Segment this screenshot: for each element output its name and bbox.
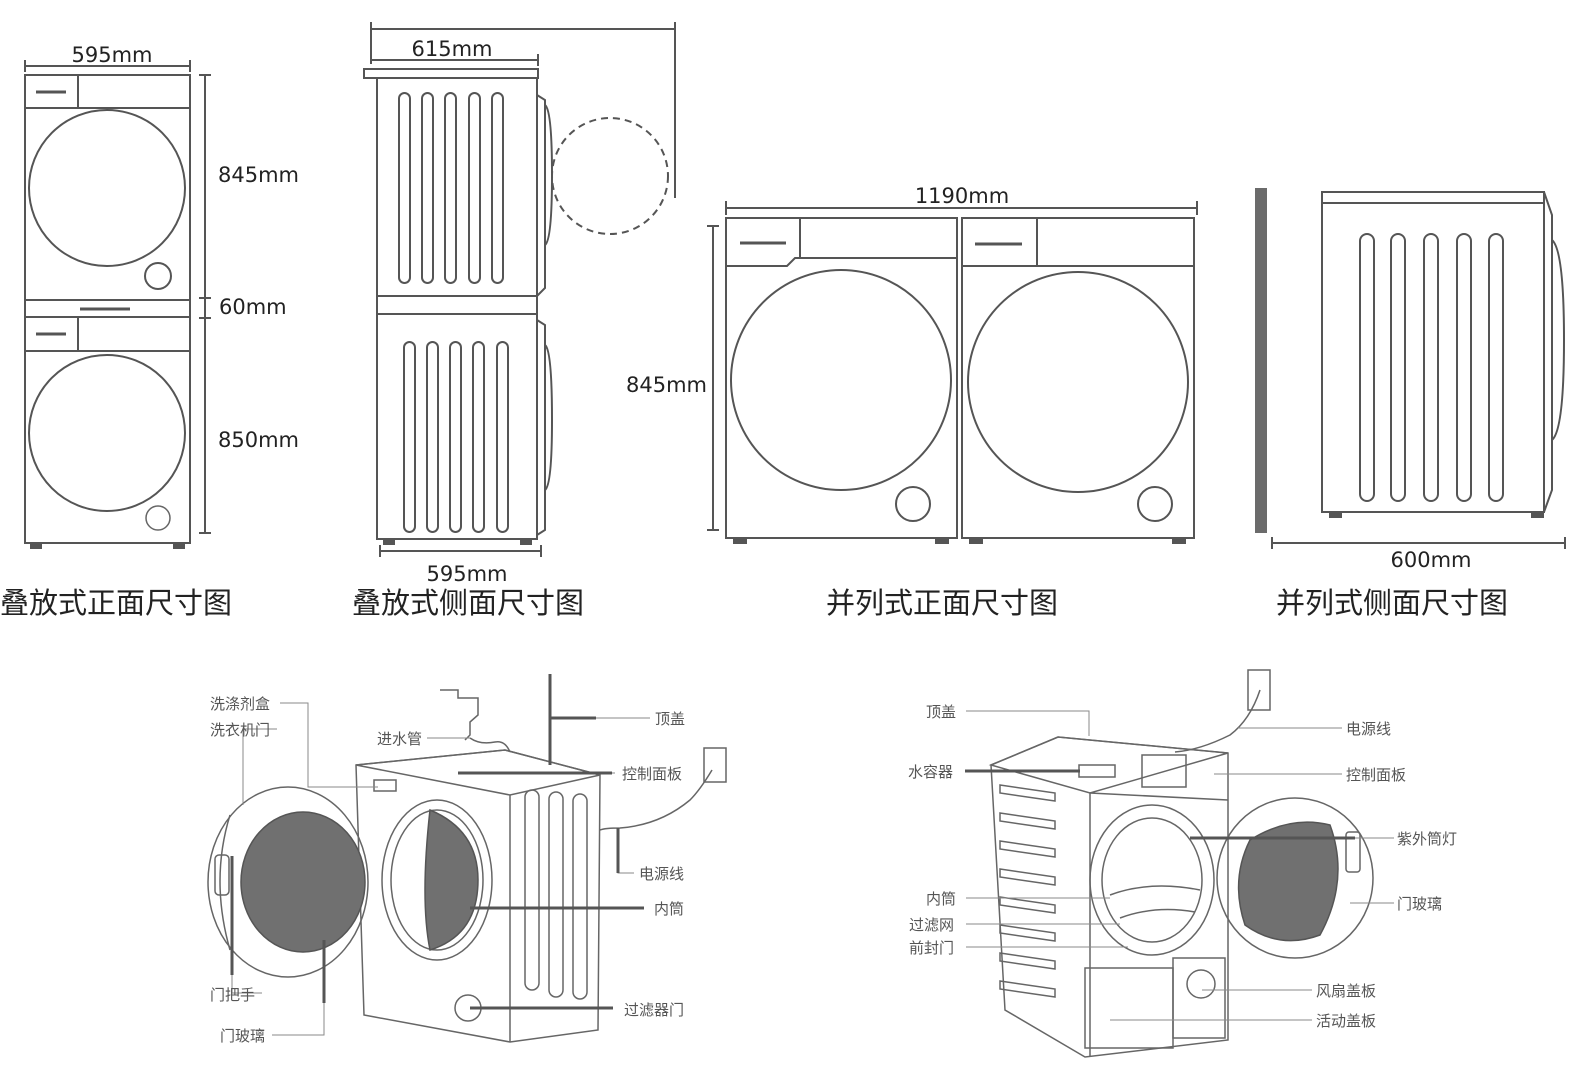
washer-label-inlet-hose: 进水管 bbox=[377, 730, 422, 748]
dryer-label-power-cord: 电源线 bbox=[1346, 720, 1391, 738]
side-rib bbox=[403, 341, 416, 533]
side-rib bbox=[468, 92, 481, 284]
dryer-label-fan-cover: 风扇盖板 bbox=[1316, 982, 1376, 1000]
washer-label-control-panel: 控制面板 bbox=[622, 765, 682, 783]
sbs-side-depth-label: 600mm bbox=[1391, 548, 1472, 572]
side-rib bbox=[444, 92, 457, 284]
side-rib bbox=[1423, 233, 1439, 502]
side-louvre bbox=[999, 840, 1056, 858]
dryer-label-top-cover: 顶盖 bbox=[926, 703, 956, 721]
dryer-label-access-cover: 活动盖板 bbox=[1316, 1012, 1376, 1030]
side-rib bbox=[472, 341, 485, 533]
wall bbox=[1255, 188, 1267, 533]
stacked-front-caption: 叠放式正面尺寸图 bbox=[0, 586, 232, 620]
stacked-side-depth-label: 615mm bbox=[412, 37, 493, 61]
dryer-label-front-seal-door: 前封门 bbox=[909, 939, 954, 957]
washer-label-door-handle: 门把手 bbox=[210, 986, 255, 1004]
sbs-height-label: 845mm bbox=[626, 373, 707, 397]
washer-label-drum: 内筒 bbox=[654, 900, 684, 918]
sbs-width-label: 1190mm bbox=[915, 184, 1009, 208]
side-louvre bbox=[999, 952, 1056, 970]
sbs-side-caption: 并列式侧面尺寸图 bbox=[1276, 586, 1508, 620]
stacked-front-view: 595mm 845mm 60mm 850mm 叠放式正面尺寸图 bbox=[0, 43, 299, 620]
dryer-label-drum: 内筒 bbox=[926, 890, 956, 908]
side-louvre bbox=[999, 868, 1056, 886]
stacked-front-width-label: 595mm bbox=[72, 43, 153, 67]
washer-label-top-cover: 顶盖 bbox=[655, 710, 685, 728]
dryer-label-uv-lamp: 紫外筒灯 bbox=[1397, 830, 1457, 848]
dryer-label-control-panel: 控制面板 bbox=[1346, 766, 1406, 784]
side-by-side-front-view: 1190mm 845mm 并列式正面尺寸图 bbox=[626, 184, 1198, 620]
side-rib bbox=[1456, 233, 1472, 502]
stacked-gap-label: 60mm bbox=[219, 295, 287, 319]
stacked-upper-height-label: 845mm bbox=[218, 163, 299, 187]
washer-parts-view: 洗涤剂盒 洗衣机门 进水管 顶盖 控制面板 电源线 内筒 门把手 门玻璃 过滤器… bbox=[207, 674, 727, 1045]
dryer-label-lint-filter: 过滤网 bbox=[909, 916, 954, 934]
side-louvre bbox=[999, 896, 1056, 914]
side-rib bbox=[496, 341, 509, 533]
side-rib bbox=[398, 92, 411, 284]
side-louvre bbox=[999, 784, 1056, 802]
side-rib bbox=[1390, 233, 1406, 502]
washer-label-door-glass: 门玻璃 bbox=[220, 1027, 265, 1045]
dryer-parts-view: 顶盖 水容器 电源线 控制面板 紫外筒灯 门玻璃 内筒 过滤网 前封门 风扇盖板… bbox=[908, 669, 1457, 1058]
washer-label-door: 洗衣机门 bbox=[210, 721, 270, 739]
side-louvre bbox=[999, 980, 1056, 998]
stacked-side-width-label: 595mm bbox=[427, 562, 508, 586]
side-rib bbox=[1359, 233, 1375, 502]
washer-label-power-cord: 电源线 bbox=[639, 865, 684, 883]
stacked-lower-height-label: 850mm bbox=[218, 428, 299, 452]
side-louvre bbox=[999, 924, 1056, 942]
stacked-side-view: 615mm 595mm 叠放式侧面尺寸图 bbox=[352, 22, 676, 620]
side-rib bbox=[426, 341, 439, 533]
side-rib bbox=[491, 92, 504, 284]
side-rib bbox=[449, 341, 462, 533]
stacked-side-caption: 叠放式侧面尺寸图 bbox=[352, 586, 584, 620]
dryer-label-door-glass: 门玻璃 bbox=[1397, 895, 1442, 913]
side-rib bbox=[421, 92, 434, 284]
washer-label-detergent-box: 洗涤剂盒 bbox=[210, 695, 270, 713]
washer-label-filter-door: 过滤器门 bbox=[624, 1001, 684, 1019]
side-by-side-side-view: 600mm 并列式侧面尺寸图 bbox=[1255, 188, 1566, 620]
sbs-front-caption: 并列式正面尺寸图 bbox=[826, 586, 1058, 620]
side-rib bbox=[1488, 233, 1504, 502]
dryer-label-water-container: 水容器 bbox=[908, 763, 953, 781]
side-louvre bbox=[999, 812, 1056, 830]
